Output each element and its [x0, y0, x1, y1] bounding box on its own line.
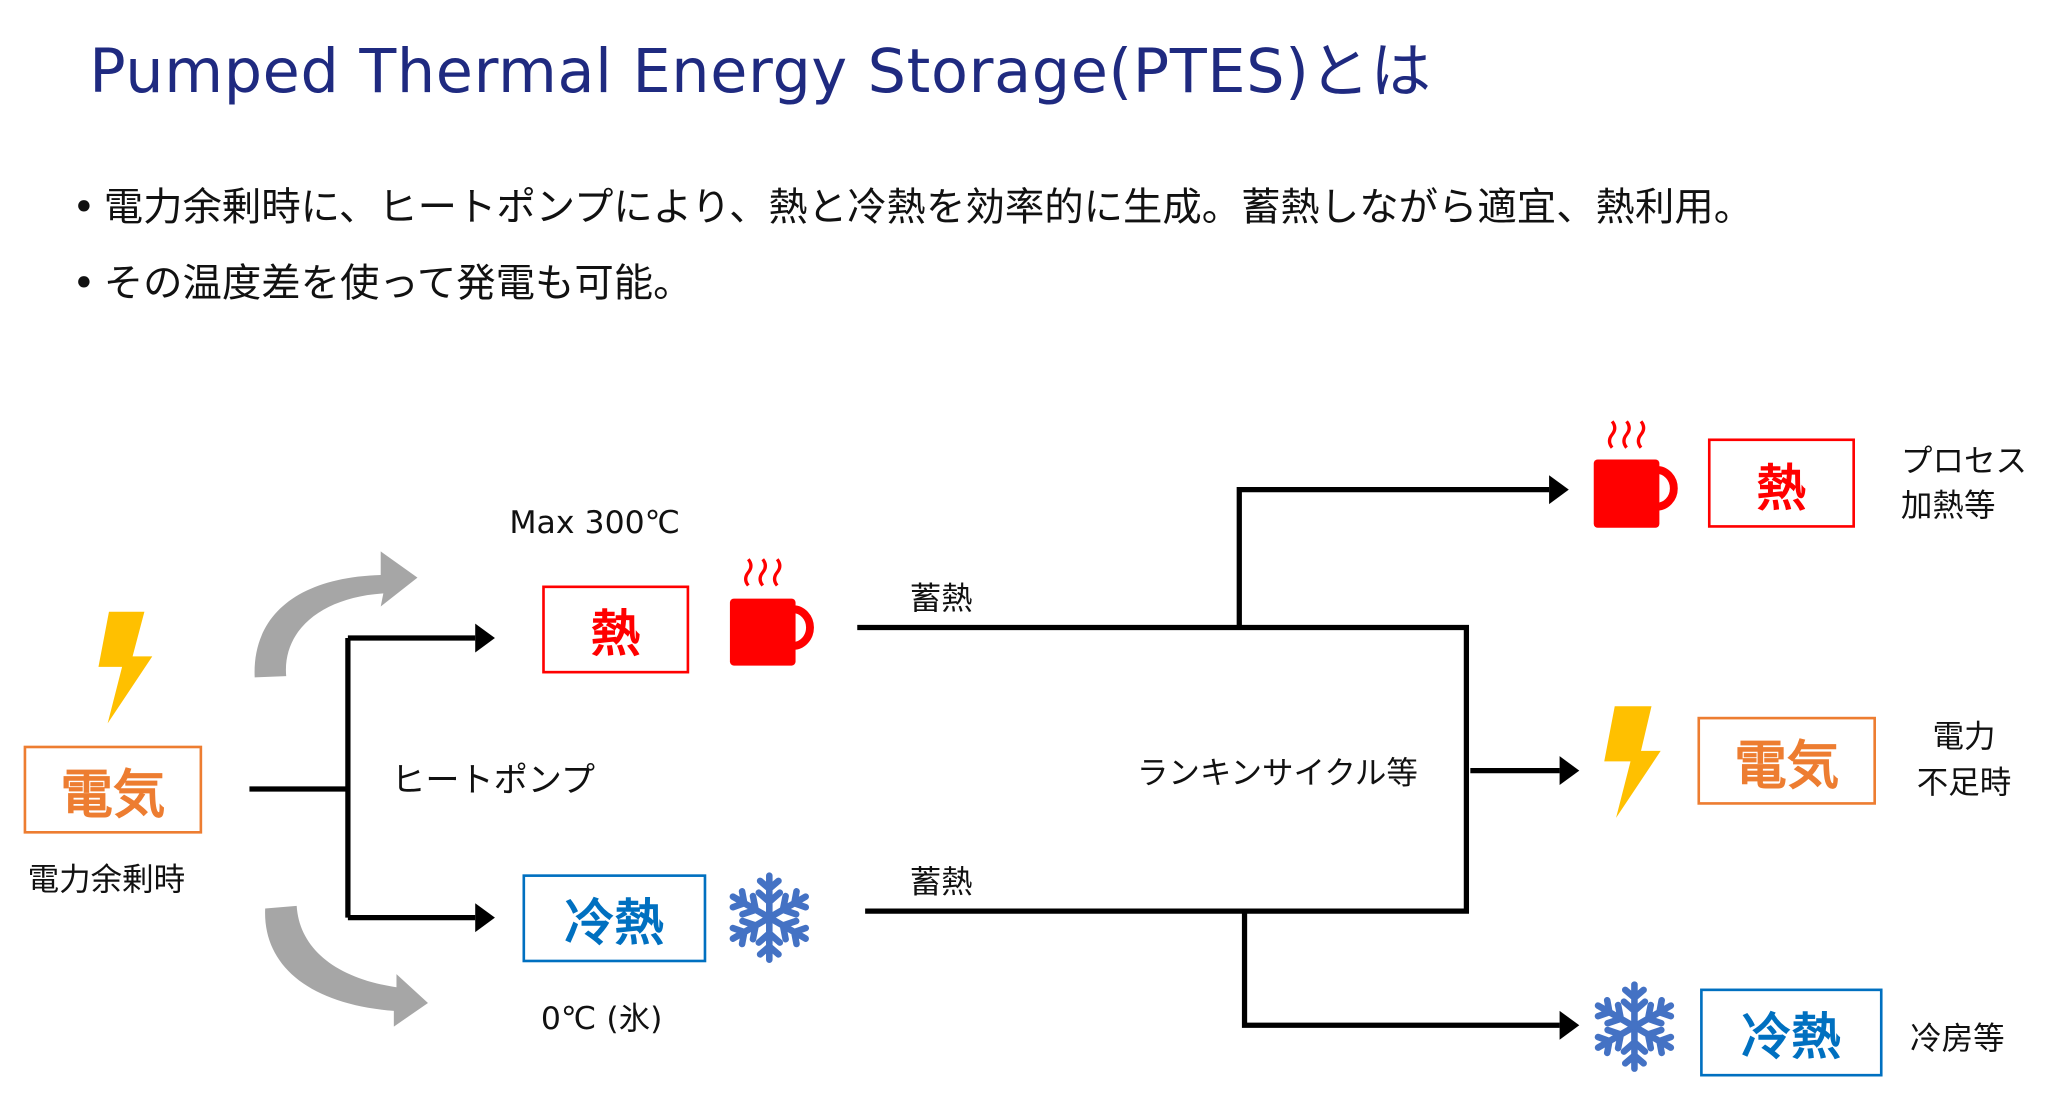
bullet-text: 電力余剰時に、ヒートポンプにより、熱と冷熱を効率的に生成。蓄熱しながら適宜、熱利…	[103, 185, 1754, 232]
arrow-to-cooling	[1241, 911, 1560, 1028]
bullet-dot: •	[72, 185, 96, 232]
bullet-dot: •	[72, 261, 96, 308]
bullet-1: •電力余剰時に、ヒートポンプにより、熱と冷熱を効率的に生成。蓄熱しながら適宜、熱…	[72, 175, 1753, 233]
label-line: 電力	[1932, 718, 1996, 755]
label-line: プロセス	[1900, 442, 2027, 480]
snowflake-icon	[1593, 985, 1676, 1069]
cold-temp-label: 0℃ (氷)	[540, 1000, 663, 1038]
output-electricity-label: 電力不足時	[1917, 714, 2012, 806]
heat-storage-label: 蓄熱	[909, 580, 973, 618]
electricity-source-box: 電気	[23, 745, 203, 834]
heat-temp-label: Max 300℃	[509, 504, 681, 541]
heat-pump-label: ヒートポンプ	[391, 761, 596, 801]
gray-curved-arrows	[254, 551, 428, 1027]
curved-arrow-down	[265, 905, 428, 1027]
bullet-text: その温度差を使って発電も可能。	[103, 261, 693, 308]
output-heat-box: 熱	[1707, 438, 1855, 528]
cold-storage-label: 蓄熱	[909, 863, 973, 901]
cold-box: 冷熱	[522, 874, 707, 963]
hot-mug-icon	[729, 558, 814, 666]
output-heat-label: プロセス加熱等	[1901, 438, 2027, 527]
label-line: 加熱等	[1900, 487, 1996, 524]
hot-mug-icon	[1593, 420, 1678, 528]
source-label: 電力余剰時	[27, 861, 186, 898]
lightning-icon	[1604, 706, 1661, 818]
heat-box: 熱	[542, 585, 690, 674]
curved-arrow-up	[254, 551, 418, 678]
storage-loop	[857, 624, 1470, 914]
output-electricity-box: 電気	[1697, 716, 1876, 805]
arrow-to-heat-use	[1236, 487, 1550, 628]
cycle-label: ランキンサイクル等	[1136, 754, 1418, 792]
output-cold-box: 冷熱	[1700, 988, 1883, 1077]
page-title: Pumped Thermal Energy Storage(PTES)とは	[89, 35, 1432, 107]
lightning-icon	[98, 611, 153, 724]
bullet-2: •その温度差を使って発電も可能。	[72, 251, 692, 309]
output-cold-label: 冷房等	[1910, 1020, 2005, 1057]
label-line: 不足時	[1916, 764, 2012, 801]
snowflake-icon	[728, 872, 811, 960]
